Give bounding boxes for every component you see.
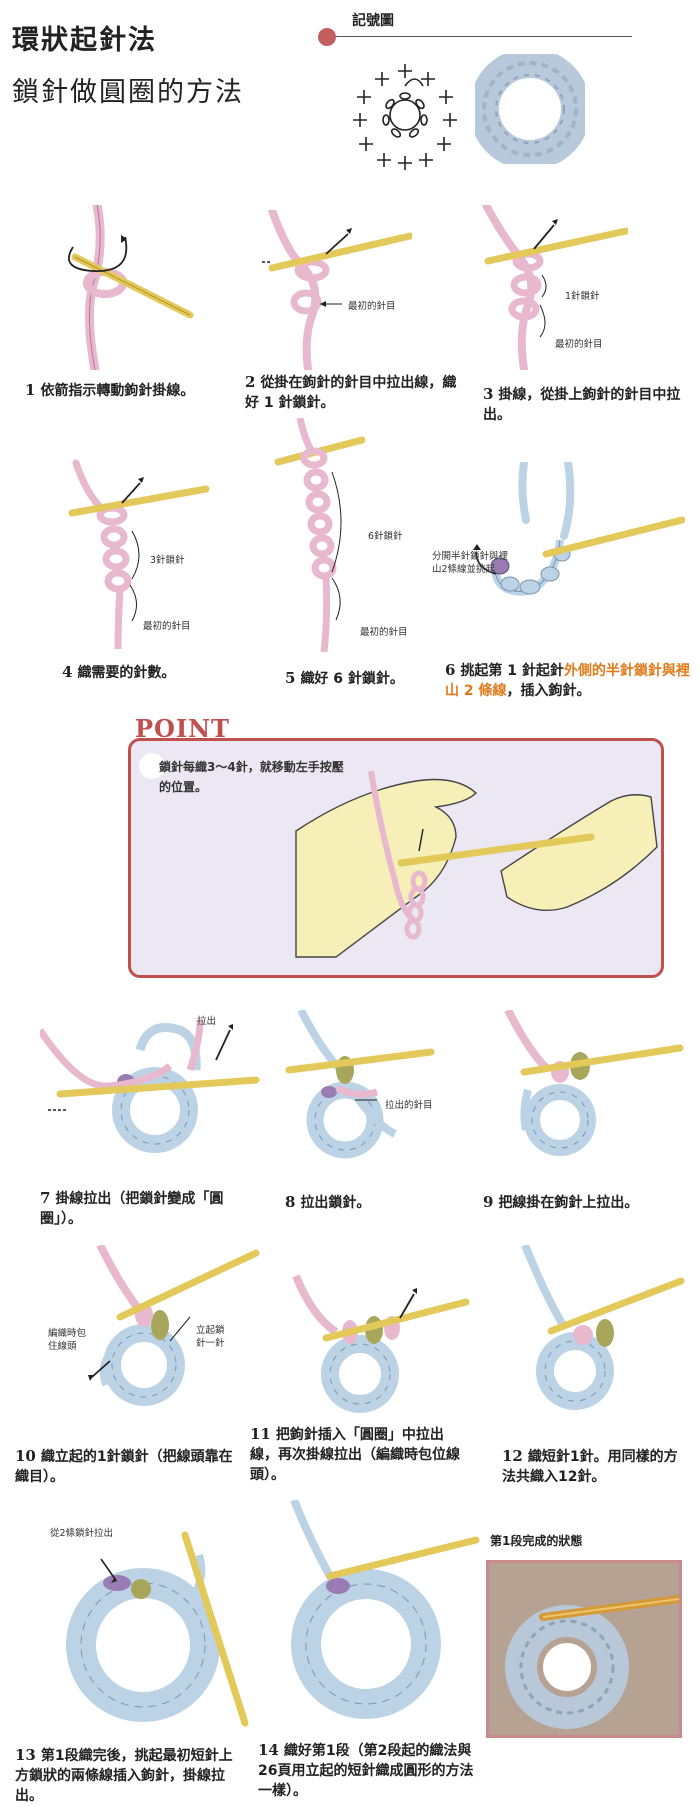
step-text: 拉出鎖針。 — [300, 1195, 370, 1211]
hands-illustration — [291, 751, 661, 976]
step-8-illustration — [285, 1010, 435, 1175]
step-text: 織好 6 針鎖針。 — [300, 671, 404, 687]
page-subtitle: 鎖針做圓圈的方法 — [12, 70, 244, 109]
step-number: 5 — [285, 669, 295, 687]
step-number: 6 — [445, 661, 455, 679]
step-text: 把鉤針插入「圓圈」中拉出線，再次掛線拉出（編織時包位線頭）。 — [250, 1427, 460, 1483]
label-first-stitch-step2: 最初的針目 — [348, 298, 396, 312]
label-three-stitch: 3針鎖針 — [150, 552, 185, 566]
label-first-stitch-step4: 最初的針目 — [143, 618, 191, 632]
step-13-illustration — [45, 1525, 255, 1740]
finished-photo-image — [489, 1563, 679, 1735]
step-5-caption: 5 織好 6 針鎖針。 — [285, 668, 445, 689]
step-text: 從掛在鉤針的針目中拉出線，織好 1 針鎖針。 — [245, 375, 456, 411]
step-number: 10 — [15, 1447, 36, 1465]
step-11-illustration — [290, 1268, 470, 1428]
step-number: 3 — [483, 385, 493, 403]
step-number: 14 — [258, 1741, 279, 1759]
crochet-symbol-chart — [350, 60, 460, 170]
step-text: 依箭指示轉動鉤針掛線。 — [40, 383, 194, 399]
step-number: 1 — [25, 381, 35, 399]
step-text: 織短針1針。用同樣的方法共織入12針。 — [502, 1449, 678, 1485]
step-text: 織需要的針數。 — [77, 665, 175, 681]
legend-divider — [336, 36, 632, 37]
step-text: 第1段織完後，挑起最初短針上方鎖狀的兩條線插入鉤針，掛線拉出。 — [15, 1748, 233, 1804]
step-number: 13 — [15, 1746, 36, 1764]
label-rise-note-2: 針一針 — [196, 1335, 225, 1349]
step-text: 把線掛在鉤針上拉出。 — [498, 1195, 638, 1211]
finished-photo — [486, 1560, 682, 1738]
label-six-stitch: 6針鎖針 — [368, 528, 403, 542]
label-split-note-1: 分開半針鎖針與裡 — [432, 548, 508, 562]
point-box: 鎖針每織3～4針，就移動左手按壓 的位置。 — [128, 738, 664, 978]
step-number: 11 — [250, 1425, 271, 1443]
page-title: 環狀起針法 — [12, 18, 157, 57]
step-7-illustration — [40, 1010, 260, 1185]
step-9-caption: 9 把線掛在鉤針上拉出。 — [483, 1192, 693, 1213]
step-number: 12 — [502, 1447, 523, 1465]
label-first-stitch-step5: 最初的針目 — [360, 624, 408, 638]
step-10-illustration — [80, 1245, 260, 1415]
step-12-illustration — [505, 1245, 685, 1425]
finished-ring-photo — [475, 54, 585, 164]
step-text: 織好第1段（第2段起的織法與26頁用立起的短針織成圓形的方法一樣）。 — [258, 1743, 473, 1799]
step-text: 掛線，從掛上鉤針的針目中拉出。 — [483, 387, 680, 423]
step-8-caption: 8 拉出鎖針。 — [285, 1192, 435, 1213]
step-2-illustration — [262, 210, 412, 370]
label-one-stitch: 1針鎖針 — [565, 288, 600, 302]
label-pull-out: 拉出 — [197, 1013, 216, 1027]
legend-dot — [318, 28, 336, 46]
step-text: 掛線拉出（把鎖針變成「圓圈」）。 — [40, 1191, 223, 1227]
label-pulled-stitch: 拉出的針目 — [385, 1097, 433, 1111]
step-text-end: ，插入鉤針。 — [507, 683, 591, 699]
step-1-illustration — [55, 205, 200, 370]
label-split-note-2: 山2條線並挑起 — [432, 561, 495, 575]
step-text: 挑起第 1 針起針 — [460, 663, 564, 679]
step-9-illustration — [500, 1010, 685, 1170]
label-tail-note-1: 編織時包 — [48, 1325, 86, 1339]
step-1-caption: 1 依箭指示轉動鉤針掛線。 — [25, 380, 235, 401]
step-4-caption: 4 織需要的針數。 — [62, 662, 242, 683]
legend-label: 記號圖 — [352, 10, 394, 30]
step-number: 8 — [285, 1193, 295, 1211]
step-14-illustration — [280, 1500, 480, 1730]
step-text: 織立起的1針鎖針（把線頭靠在織目）。 — [15, 1449, 233, 1485]
step-number: 4 — [62, 663, 72, 681]
finished-title: 第1段完成的狀態 — [490, 1532, 582, 1549]
label-first-stitch-step3: 最初的針目 — [555, 336, 603, 350]
step-number: 2 — [245, 373, 255, 391]
label-from-two-lines: 從2條鎖針拉出 — [50, 1525, 113, 1539]
label-rise-note-1: 立起鎖 — [196, 1322, 225, 1336]
label-tail-note-2: 住線頭 — [48, 1338, 77, 1352]
step-number: 9 — [483, 1193, 493, 1211]
step-number: 7 — [40, 1189, 50, 1207]
step-3-illustration — [478, 205, 628, 370]
